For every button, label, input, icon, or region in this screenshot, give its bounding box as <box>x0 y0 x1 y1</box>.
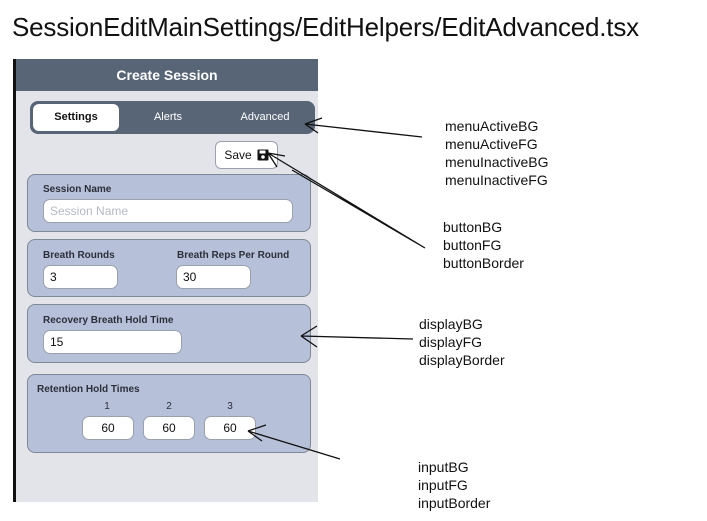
annotation-line: buttonBG <box>443 219 503 235</box>
tab-advanced[interactable]: Advanced <box>240 111 290 123</box>
retention-index-2: 2 <box>166 401 172 412</box>
retention-hold-card: Retention Hold Times 1 2 3 <box>27 374 311 453</box>
save-button-label: Save <box>224 148 252 162</box>
annotation-line: displayBorder <box>419 352 505 368</box>
input-arrow <box>247 424 341 460</box>
save-button[interactable]: Save <box>215 141 278 169</box>
recovery-hold-card: Recovery Breath Hold Time <box>27 304 311 363</box>
retention-hold-label: Retention Hold Times <box>37 384 140 395</box>
breath-rounds-input[interactable] <box>43 265 118 289</box>
recovery-hold-label: Recovery Breath Hold Time <box>43 315 174 326</box>
recovery-hold-input[interactable] <box>43 330 182 354</box>
display-arrow <box>300 325 414 348</box>
screen-title: Create Session <box>116 67 218 83</box>
menu-color-annotation: menuActiveBG menuActiveFG menuInactiveBG… <box>445 117 549 189</box>
annotation-line: menuActiveFG <box>445 136 538 152</box>
button-arrow <box>267 152 426 249</box>
breath-reps-label: Breath Reps Per Round <box>177 250 290 261</box>
annotation-line: menuActiveBG <box>445 118 539 134</box>
annotation-line: menuInactiveBG <box>445 154 549 170</box>
annotation-line: displayBG <box>419 316 483 332</box>
annotation-line: inputFG <box>418 477 468 493</box>
retention-time-input-2[interactable] <box>143 416 195 440</box>
retention-index-3: 3 <box>227 401 233 412</box>
retention-time-input-1[interactable] <box>82 416 134 440</box>
annotation-line: displayFG <box>419 334 483 350</box>
tab-alerts[interactable]: Alerts <box>153 111 183 123</box>
floppy-disk-icon <box>257 149 269 161</box>
annotation-line: buttonFG <box>443 237 502 253</box>
breath-rounds-label: Breath Rounds <box>43 250 115 261</box>
session-name-label: Session Name <box>43 184 112 195</box>
document-title: SessionEditMainSettings/EditHelpers/Edit… <box>12 12 639 42</box>
session-name-card: Session Name <box>27 174 311 232</box>
navigation-header: Create Session <box>16 59 318 91</box>
session-name-input[interactable] <box>43 199 293 223</box>
app-screen: Create Session Settings Alerts Advanced … <box>13 59 318 502</box>
display-color-annotation: displayBG displayFG displayBorder <box>419 315 505 369</box>
tab-settings[interactable]: Settings <box>33 104 119 131</box>
annotation-line: inputBorder <box>418 495 491 511</box>
breath-reps-input[interactable] <box>176 265 251 289</box>
annotation-line: inputBG <box>418 459 469 475</box>
retention-index-1: 1 <box>104 401 110 412</box>
input-color-annotation: inputBG inputFG inputBorder <box>418 458 490 512</box>
annotation-line: menuInactiveFG <box>445 172 548 188</box>
button-color-annotation: buttonBG buttonFG buttonBorder <box>443 218 524 272</box>
annotation-line: buttonBorder <box>443 255 524 271</box>
breath-settings-card: Breath Rounds Breath Reps Per Round <box>27 239 311 297</box>
segmented-menu: Settings Alerts Advanced <box>30 101 315 134</box>
retention-time-input-3[interactable] <box>204 416 256 440</box>
menu-arrow <box>304 117 423 138</box>
